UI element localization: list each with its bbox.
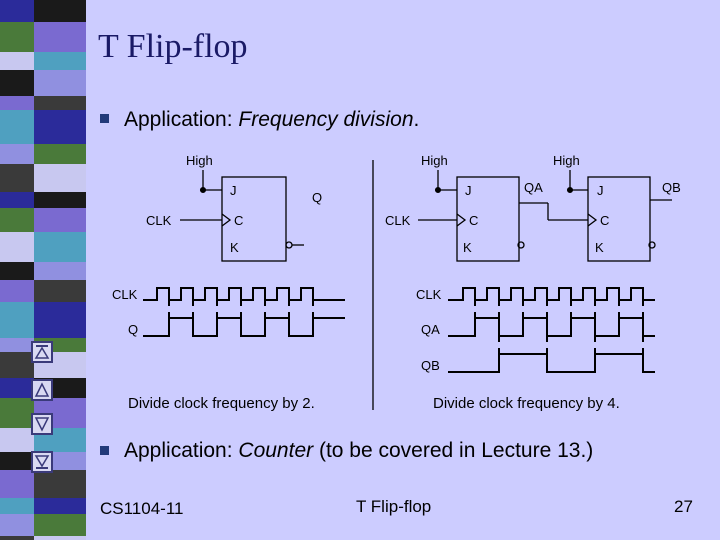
- c-label-left: C: [234, 213, 244, 228]
- q-waveform: [143, 317, 345, 337]
- clk-waveform-left: [143, 287, 345, 301]
- decorative-stripe: [0, 0, 86, 540]
- j-label-b: J: [597, 183, 604, 198]
- clk-label-right: CLK: [385, 213, 411, 228]
- wave-label-qb: QB: [421, 358, 440, 373]
- q-bar-bubble: [285, 241, 293, 249]
- last-slide-button[interactable]: [31, 451, 53, 473]
- next-slide-icon: [34, 417, 50, 432]
- qa-bar-bubble: [517, 241, 525, 249]
- bullet-counter: Application: Counter (to be covered in L…: [124, 439, 594, 462]
- q-label-left: Q: [312, 190, 323, 205]
- high-label-b: High: [553, 153, 580, 168]
- bullet-marker: [100, 114, 109, 123]
- flip-flop-1: [221, 176, 287, 262]
- first-slide-icon: [34, 345, 50, 359]
- clk-label-left: CLK: [146, 213, 172, 228]
- wave-label-clk-right: CLK: [416, 287, 442, 302]
- flip-flop-a: [456, 176, 520, 262]
- first-slide-button[interactable]: [31, 341, 53, 363]
- k-label-left: K: [230, 240, 239, 255]
- bullet-frequency-division: Application: Frequency division.: [124, 108, 420, 131]
- bullet-marker: [100, 446, 109, 455]
- slide-title: T Flip-flop: [98, 28, 248, 65]
- footer-topic: T Flip-flop: [356, 497, 432, 516]
- next-slide-button[interactable]: [31, 413, 53, 435]
- qb-label: QB: [662, 180, 681, 195]
- j-label-a: J: [465, 183, 472, 198]
- qb-waveform: [448, 353, 655, 373]
- footer-course: CS1104-11: [100, 499, 184, 518]
- qa-waveform: [448, 317, 655, 337]
- wave-label-q: Q: [128, 322, 139, 337]
- c-label-b: C: [600, 213, 610, 228]
- qa-label: QA: [524, 180, 543, 195]
- c-label-a: C: [469, 213, 479, 228]
- last-slide-icon: [34, 455, 50, 469]
- k-label-a: K: [463, 240, 472, 255]
- clk-waveform-right: [448, 287, 655, 301]
- high-label-left: High: [186, 153, 213, 168]
- flip-flop-b: [587, 176, 651, 262]
- slide-number: 27: [674, 497, 693, 516]
- previous-slide-button[interactable]: [31, 379, 53, 401]
- previous-slide-icon: [34, 382, 50, 397]
- caption-divide-by-4: Divide clock frequency by 4.: [433, 395, 620, 412]
- high-label-a: High: [421, 153, 448, 168]
- j-label-left: J: [230, 183, 237, 198]
- k-label-b: K: [595, 240, 604, 255]
- wave-label-qa: QA: [421, 322, 440, 337]
- wave-label-clk-left: CLK: [112, 287, 138, 302]
- qb-bar-bubble: [648, 241, 656, 249]
- caption-divide-by-2: Divide clock frequency by 2.: [128, 395, 315, 412]
